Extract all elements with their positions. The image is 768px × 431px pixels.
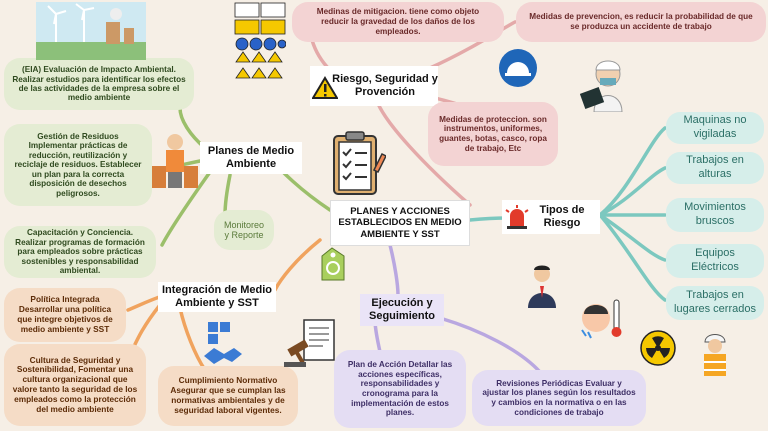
businessman-icon [524,264,560,308]
recycling-bins-icon [150,130,200,190]
price-tag-icon [318,246,348,282]
tipo-item-movimientos: Movimientos bruscos [666,198,764,232]
cumplimiento-box: Cumplimiento Normativo Asegurar que se c… [158,366,298,426]
gavel-document-icon [284,318,338,368]
inspector-person-icon [579,52,636,113]
integracion-title: Integración de Medio Ambiente y SST [158,282,276,312]
tipo-item-electricos: Equipos Eléctricos [666,244,764,278]
eia-box: (EIA) Evaluación de Impacto Ambiental. R… [4,58,194,110]
revisiones-box: Revisiones Periódicas Evaluar y ajustar … [472,370,646,426]
safety-signs-icon [234,2,287,86]
prevencion-box: Medidas de prevencion, es reducir la pro… [516,2,766,42]
helmet-icon [498,48,538,88]
warning-icon [311,76,339,105]
puzzle-handshake-icon [200,318,246,366]
tipos-title: Tipos de Riesgo [539,203,585,229]
center-title: PLANES Y ACCIONES ESTABLECIDOS EN MEDIO … [330,200,470,246]
siren-icon [504,204,530,234]
plan-accion-box: Plan de Acción Detallar las acciones esp… [334,350,466,428]
planes-title: Planes de Medio Ambiente [200,142,302,174]
riesgo-title-box: Riesgo, Seguridad y Provención [310,66,438,106]
capacitacion-box: Capacitación y Conciencia. Realizar prog… [4,226,156,278]
tipos-title-box: Tipos de Riesgo [502,200,600,234]
tipo-item-maquinas: Maquinas no vigiladas [666,112,764,144]
tipo-item-alturas: Trabajos en alturas [666,152,764,184]
cultura-box: Cultura de Seguridad y Sostenibilidad, F… [4,344,146,426]
residuos-box: Gestión de Residuos Implementar práctica… [4,124,152,206]
worker-icon [698,330,732,378]
tipo-item-cerrados: Trabajos en lugares cerrados [666,286,764,320]
politica-box: Política Integrada Desarrollar una polít… [4,288,126,342]
riesgo-title: Riesgo, Seguridad y Provención [332,72,438,98]
ejecucion-title: Ejecución y Seguimiento [360,294,444,326]
clipboard-checklist-icon [328,130,388,198]
mitigacion-box: Medinas de mitigacion. tiene como objeto… [292,2,504,42]
wind-turbines-icon [36,2,146,60]
monitoreo-box: Monitoreo y Reporte [214,210,274,250]
hot-worker-icon [578,296,624,340]
radiation-icon [640,330,676,366]
proteccion-box: Medidas de proteccion. son instrumentos,… [428,102,558,166]
